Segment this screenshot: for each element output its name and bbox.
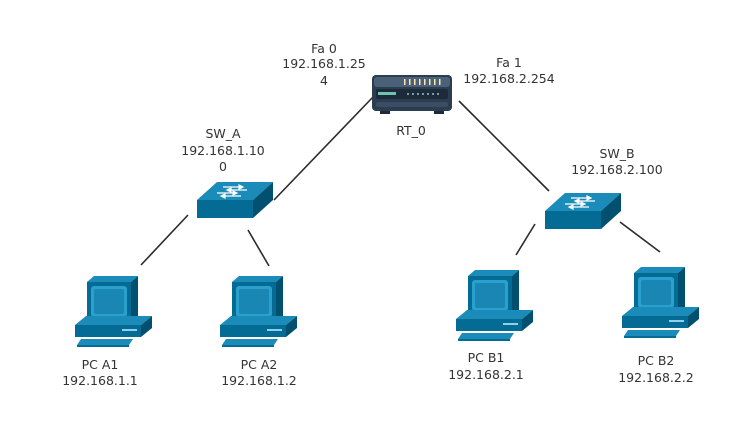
switch-ip-wrap: 0 [219, 159, 227, 174]
fa0-name: Fa 0 [311, 41, 337, 56]
pc-icon [220, 276, 297, 347]
fa0-ip-wrap: 4 [320, 73, 328, 88]
link-sw-b-pc-b2 [619, 221, 661, 253]
links [140, 96, 661, 267]
pc-name: PC B1 [468, 350, 505, 365]
switch-sw-a[interactable]: SW_A 192.168.1.10 0 [181, 126, 274, 219]
switch-icon [544, 192, 622, 230]
pc-b2[interactable]: PC B2 192.168.2.2 [618, 267, 699, 385]
router-rt-0[interactable]: RT_0 [372, 75, 452, 138]
switch-name: SW_B [599, 146, 634, 161]
link-sw-b-pc-b1 [515, 223, 536, 256]
pc-name: PC A1 [82, 357, 119, 372]
pc-a2[interactable]: PC A2 192.168.1.2 [220, 276, 297, 388]
switch-ip: 192.168.2.100 [571, 162, 662, 177]
link-sw-a-pc-a1 [140, 214, 189, 266]
router-port-fa1: Fa 1 192.168.2.254 [463, 55, 554, 86]
link-router-sw-a [273, 96, 374, 201]
pc-ip: 192.168.2.2 [618, 370, 694, 385]
fa1-name: Fa 1 [496, 55, 522, 70]
link-router-sw-b [458, 100, 550, 192]
pc-icon [622, 267, 699, 338]
link-sw-a-pc-a2 [247, 229, 270, 267]
fa0-ip: 192.168.1.25 [282, 56, 366, 71]
pc-ip: 192.168.1.1 [62, 373, 138, 388]
switch-name: SW_A [205, 126, 241, 141]
pc-name: PC B2 [638, 353, 675, 368]
pc-ip: 192.168.1.2 [221, 373, 297, 388]
router-icon [372, 75, 452, 114]
switch-sw-b[interactable]: SW_B 192.168.2.100 [544, 146, 663, 230]
switch-icon [196, 181, 274, 219]
pc-icon [456, 270, 533, 341]
pc-name: PC A2 [241, 357, 278, 372]
pc-ip: 192.168.2.1 [448, 367, 524, 382]
fa1-ip: 192.168.2.254 [463, 71, 554, 86]
pc-a1[interactable]: PC A1 192.168.1.1 [62, 276, 152, 388]
router-name: RT_0 [396, 123, 426, 138]
pc-b1[interactable]: PC B1 192.168.2.1 [448, 270, 533, 382]
router-port-fa0: Fa 0 192.168.1.25 4 [282, 41, 366, 88]
pc-icon [75, 276, 152, 347]
switch-ip: 192.168.1.10 [181, 143, 265, 158]
